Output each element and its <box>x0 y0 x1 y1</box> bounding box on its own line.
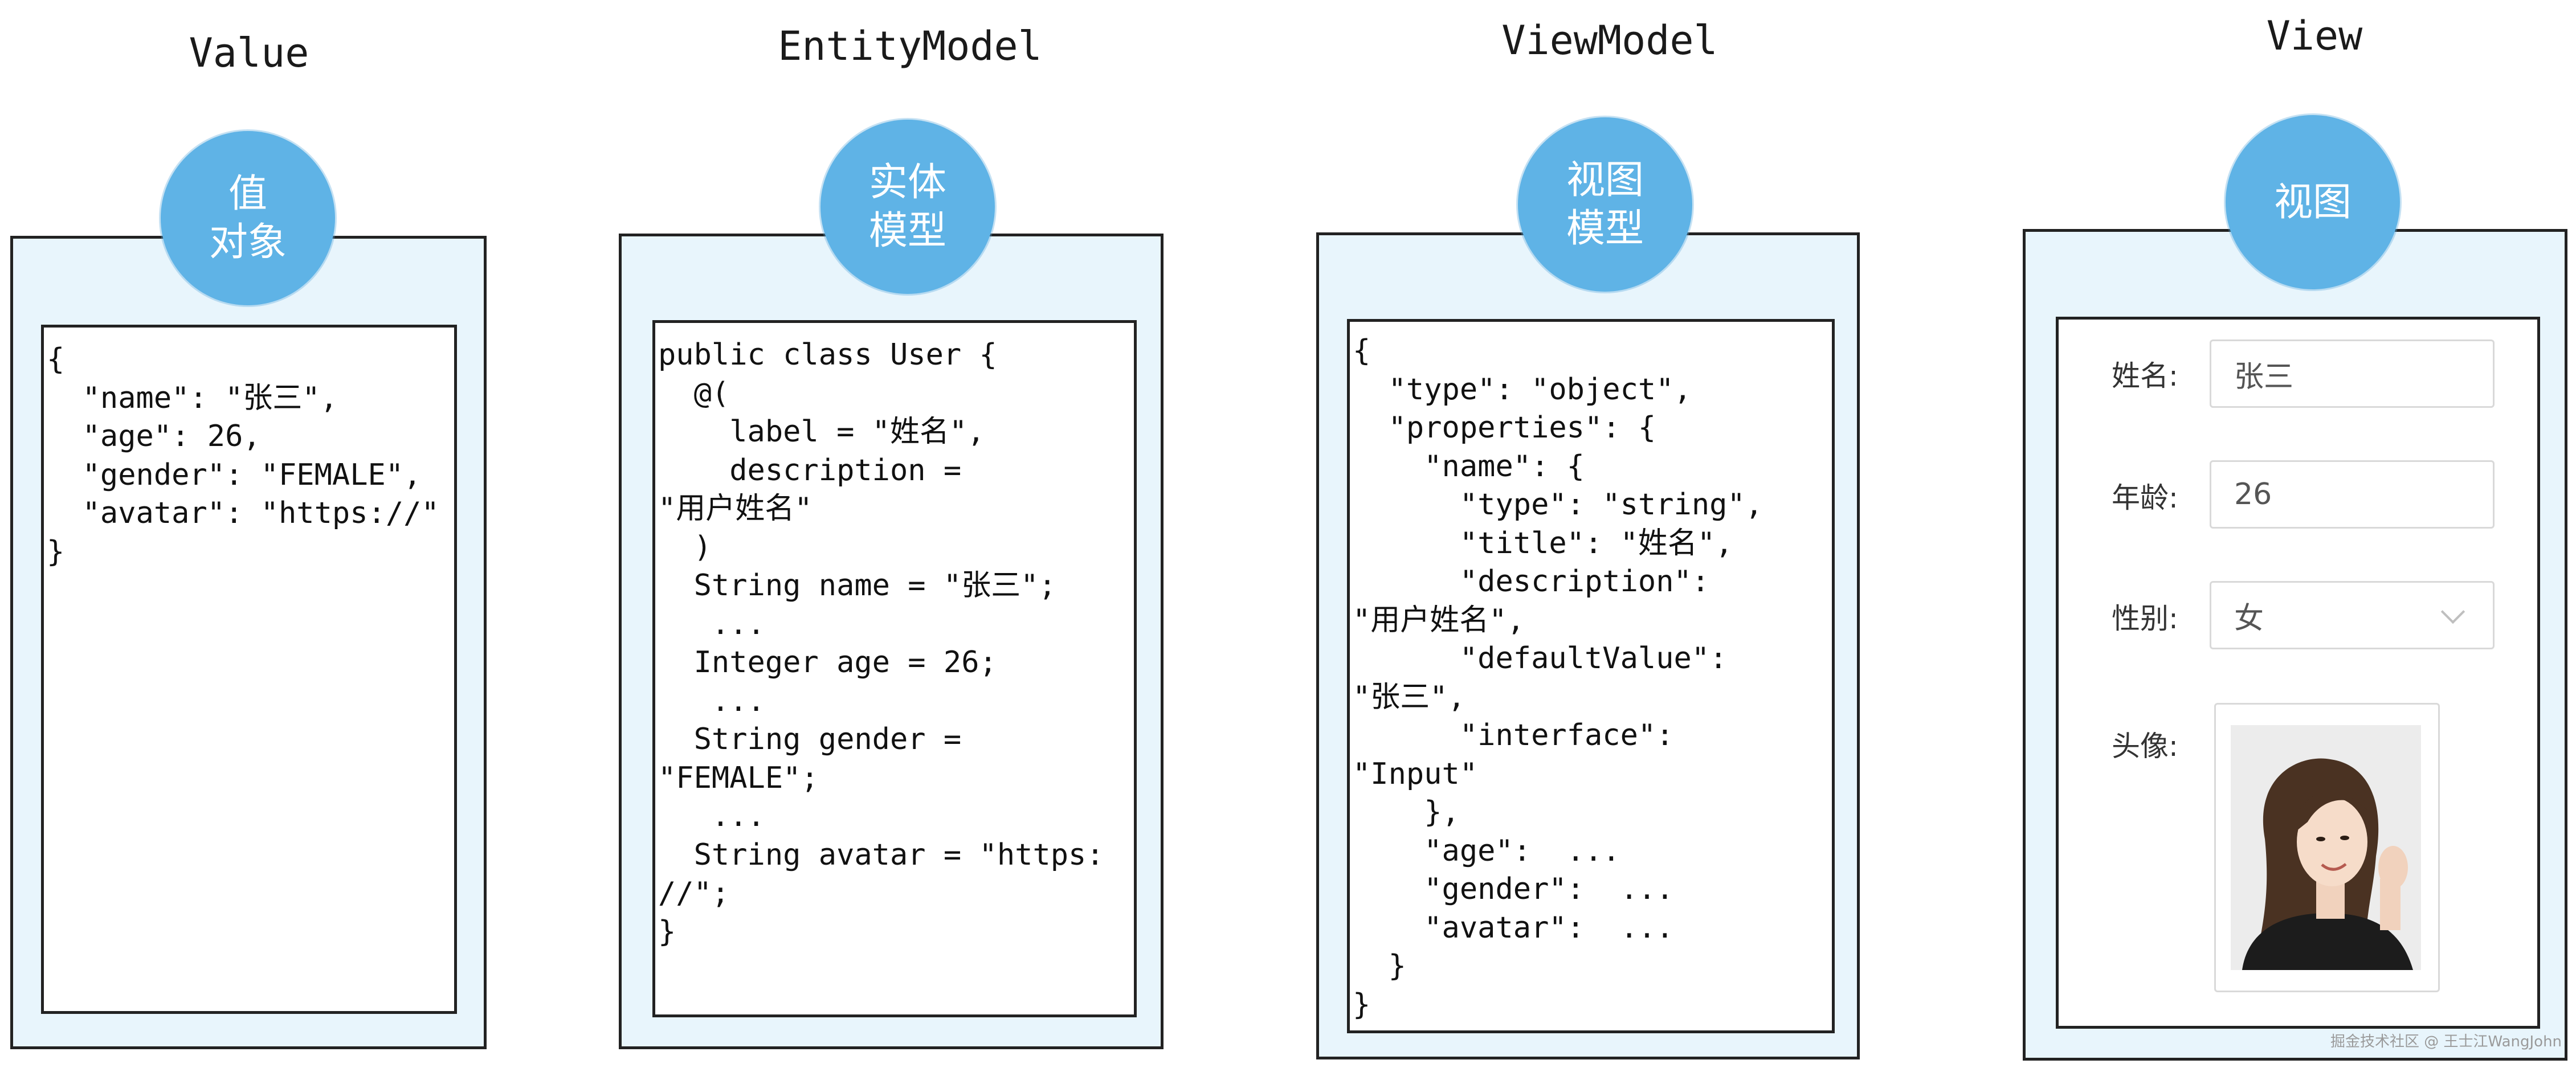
value-json-code: { "name": "张三", "age": 26, "gender": "FE… <box>47 342 439 569</box>
age-field-label: 年龄: <box>2112 481 2178 514</box>
view-model-badge-label: 视图 模型 <box>1566 158 1644 251</box>
panel-title-viewmodel: ViewModel <box>1501 17 1718 64</box>
entity-java-code: public class User { @( label = "姓名", des… <box>658 338 1104 949</box>
viewmodel-inner-card <box>1347 319 1835 1033</box>
avatar-field-label: 头像: <box>2112 730 2178 763</box>
value-object-badge: 值 对象 <box>161 131 335 305</box>
value-object-badge-label: 值 对象 <box>209 171 287 265</box>
age-input-value: 26 <box>2234 477 2272 512</box>
name-input[interactable]: 张三 <box>2210 339 2495 408</box>
viewmodel-json-code: { "type": "object", "properties": { "nam… <box>1353 334 1763 1022</box>
panel-title-view: View <box>2266 13 2363 59</box>
entity-model-badge-label: 实体 模型 <box>868 160 946 253</box>
panel-title-value: Value <box>189 30 309 76</box>
age-input[interactable]: 26 <box>2210 460 2495 529</box>
value-inner-card <box>41 325 457 1014</box>
watermark: 掘金技术社区 @ 王士江WangJohn <box>2330 1033 2562 1050</box>
panel-title-entitymodel: EntityModel <box>778 23 1042 69</box>
view-badge-label: 视图 <box>2273 179 2352 225</box>
entity-inner-card <box>652 320 1137 1017</box>
name-input-value: 张三 <box>2234 359 2294 394</box>
gender-select[interactable]: 女 <box>2210 581 2495 649</box>
gender-field-label: 性别: <box>2112 602 2178 635</box>
avatar-photo <box>2231 725 2421 970</box>
view-badge: 视图 <box>2226 115 2400 289</box>
avatar-photo-illustration <box>2231 725 2421 970</box>
name-field-label: 姓名: <box>2112 359 2178 392</box>
gender-select-value: 女 <box>2234 601 2264 636</box>
entity-model-badge: 实体 模型 <box>820 120 995 294</box>
chevron-down-icon <box>2440 599 2465 624</box>
avatar-upload[interactable] <box>2214 703 2440 992</box>
view-model-badge: 视图 模型 <box>1518 117 1692 292</box>
